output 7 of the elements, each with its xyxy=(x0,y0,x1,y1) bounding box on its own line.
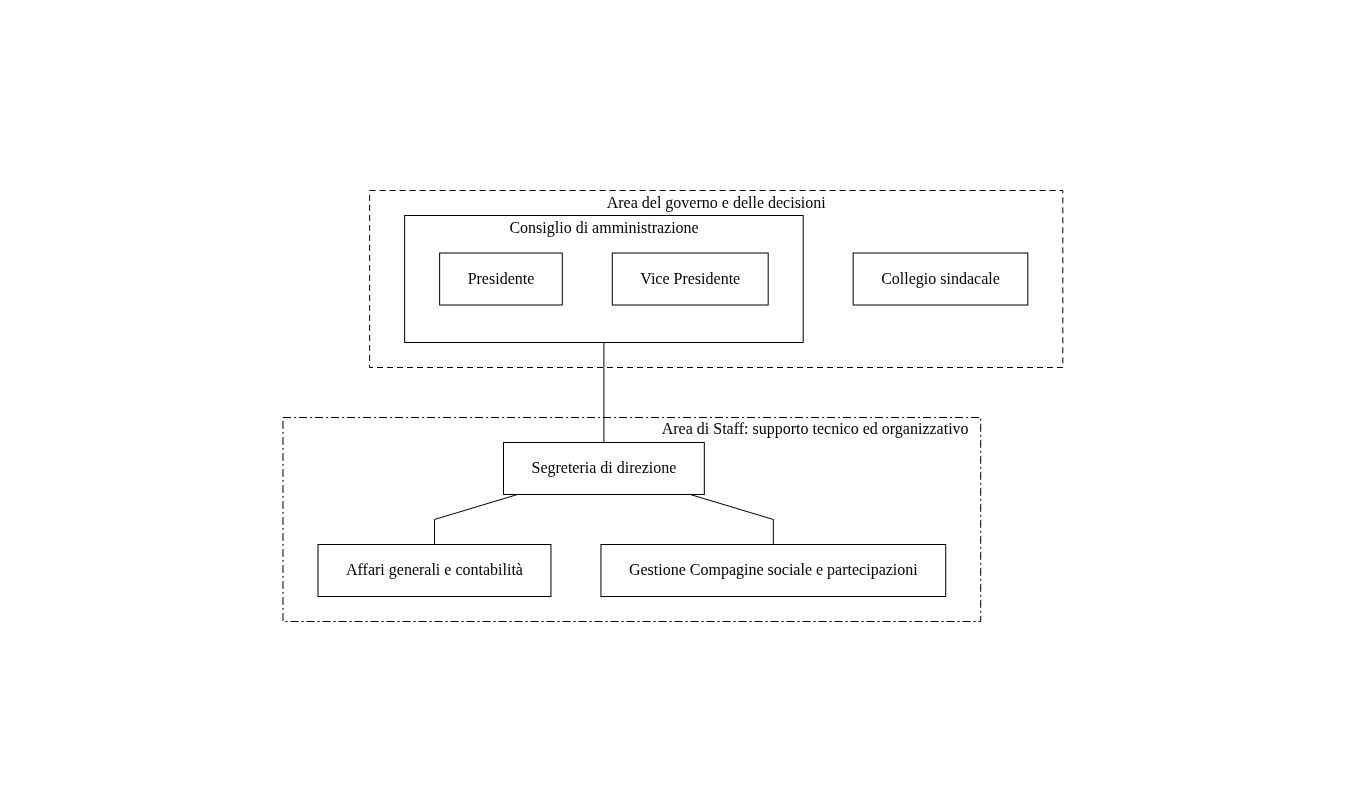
node-box: Affari generali e contabilità xyxy=(317,544,552,597)
node-box: Segreteria di direzione xyxy=(502,442,705,495)
node-box: Presidente xyxy=(438,252,563,306)
connector xyxy=(603,342,604,443)
node-box: Collegio sindacale xyxy=(852,252,1028,306)
node-box: Vice Presidente xyxy=(611,252,769,306)
node-box: Gestione Compagine sociale e partecipazioni xyxy=(600,544,946,597)
